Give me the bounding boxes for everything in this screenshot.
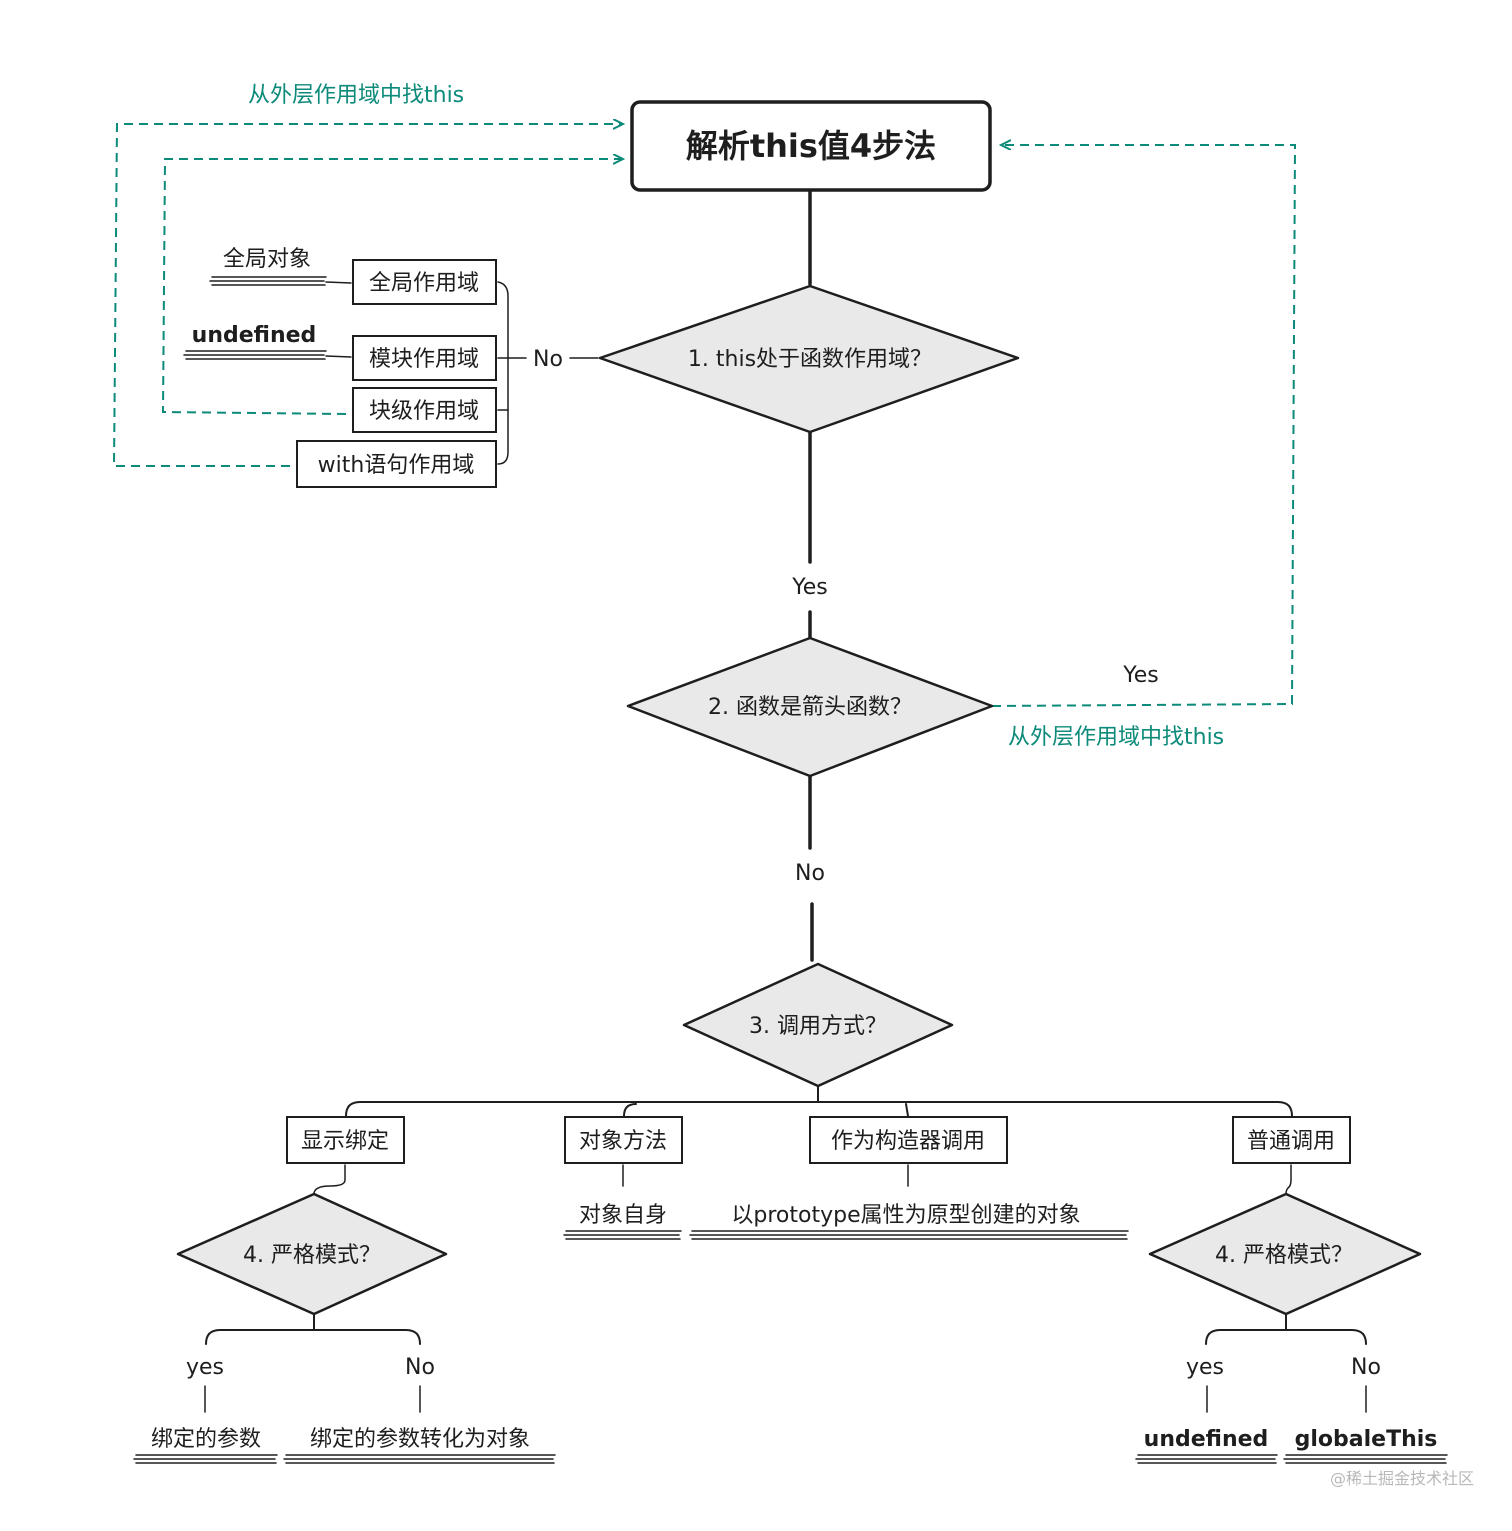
step4-right-yes-underline [1135, 1454, 1278, 1464]
global-result: 全局对象 [223, 247, 311, 272]
step4-right-yes-label: yes [1186, 1355, 1224, 1380]
constructor-result: 以prototype属性为原型创建的对象 [731, 1203, 1080, 1228]
lookup-outer-arrows [112, 124, 1297, 707]
step2-no-label: No [795, 861, 825, 886]
branch-explicit-binding: 显示绑定 [286, 1116, 405, 1164]
constructor-result-underline [689, 1230, 1129, 1240]
step1-diamond: 1. this处于函数作用域？ [598, 284, 1020, 434]
scope-global: 全局作用域 [352, 259, 497, 305]
branch-object-method-box [564, 1116, 683, 1164]
step4-right-no-result: globaleThis [1295, 1427, 1438, 1452]
scope-module-box [352, 335, 497, 381]
branch-object-method-label: 对象方法 [579, 1129, 667, 1154]
step1-diamond-shape [598, 284, 1020, 434]
scope-block: 块级作用域 [352, 387, 497, 433]
object-method-result: 对象自身 [579, 1203, 667, 1228]
scope-global-label: 全局作用域 [369, 271, 479, 296]
branch-normal-call-box [1232, 1116, 1351, 1164]
branch-constructor-box [809, 1116, 1008, 1164]
object-method-result-underline [563, 1230, 682, 1240]
lookup-outer-label-right: 从外层作用域中找this [1008, 725, 1224, 750]
branch-explicit-binding-box [286, 1116, 405, 1164]
step2-diamond-shape [626, 636, 994, 778]
title-box: 解析this值4步法 [630, 100, 992, 192]
step4-left-yes-label: yes [186, 1355, 224, 1380]
step4-right-no-underline [1283, 1454, 1448, 1464]
step4-right-diamond: 4. 严格模式？ [1148, 1192, 1422, 1316]
step3-branch-ticks [623, 1103, 909, 1117]
scope-block-label: 块级作用域 [369, 399, 479, 424]
scope-brace [497, 281, 509, 465]
scope-global-box [352, 259, 497, 305]
step4-right-no-label: No [1351, 1355, 1381, 1380]
page-title: 解析this值4步法 [686, 127, 936, 165]
step2-question: 2. 函数是箭头函数？ [708, 695, 912, 720]
step3-diamond: 3. 调用方式？ [682, 962, 954, 1088]
with-scope-loop-arrow [112, 124, 622, 467]
step4-left-bracket [205, 1313, 421, 1345]
scope-with-box [296, 440, 497, 488]
branch-constructor-label: 作为构造器调用 [831, 1129, 985, 1154]
step2-yes-label: Yes [1122, 663, 1159, 688]
lookup-outer-label-top: 从外层作用域中找this [248, 83, 464, 108]
branch-explicit-binding-label: 显示绑定 [301, 1129, 389, 1154]
scope-with: with语句作用域 [296, 440, 497, 488]
step4-left-no-underline [283, 1454, 556, 1464]
step4-left-yes-underline [133, 1454, 278, 1464]
step2-diamond: 2. 函数是箭头函数？ [626, 636, 994, 778]
connector-module-result [325, 355, 352, 358]
step4-left-yes-result: 绑定的参数 [151, 1427, 261, 1452]
step3-branch-bracket [345, 1101, 1293, 1117]
connector-normal-step4 [1285, 1164, 1292, 1195]
module-result-underline [183, 350, 327, 360]
step1-question: 1. this处于函数作用域？ [688, 347, 932, 372]
title-box-frame [630, 100, 992, 192]
connector-explicit-step4 [313, 1164, 346, 1195]
step4-right-bracket [1205, 1313, 1367, 1345]
arrow-function-loop-arrow [991, 145, 1297, 707]
scope-block-box [352, 387, 497, 433]
branch-normal-call: 普通调用 [1232, 1116, 1351, 1164]
step1-no-label: No [533, 347, 563, 372]
block-scope-loop-arrow [161, 159, 622, 415]
connector-global-result [325, 281, 352, 284]
step1-yes-label: Yes [791, 575, 828, 600]
step4-left-question: 4. 严格模式？ [243, 1243, 381, 1268]
step4-left-result-connectors [204, 1385, 421, 1413]
module-result: undefined [192, 323, 317, 348]
step3-question: 3. 调用方式？ [749, 1014, 887, 1039]
scope-module: 模块作用域 [352, 335, 497, 381]
step4-right-yes-result: undefined [1144, 1427, 1269, 1452]
step4-right-question: 4. 严格模式？ [1215, 1243, 1353, 1268]
step4-right-result-connectors [1206, 1385, 1367, 1413]
branch-constructor: 作为构造器调用 [809, 1116, 1008, 1164]
watermark: @稀土掘金技术社区 [1330, 1469, 1474, 1488]
branch-object-method: 对象方法 [564, 1116, 683, 1164]
global-result-underline [209, 276, 327, 286]
step4-left-no-result: 绑定的参数转化为对象 [310, 1427, 530, 1452]
branch-normal-call-label: 普通调用 [1247, 1129, 1335, 1154]
scope-with-label: with语句作用域 [318, 453, 475, 478]
step4-left-no-label: No [405, 1355, 435, 1380]
step4-left-diamond: 4. 严格模式？ [176, 1192, 448, 1316]
scope-module-label: 模块作用域 [369, 347, 479, 372]
